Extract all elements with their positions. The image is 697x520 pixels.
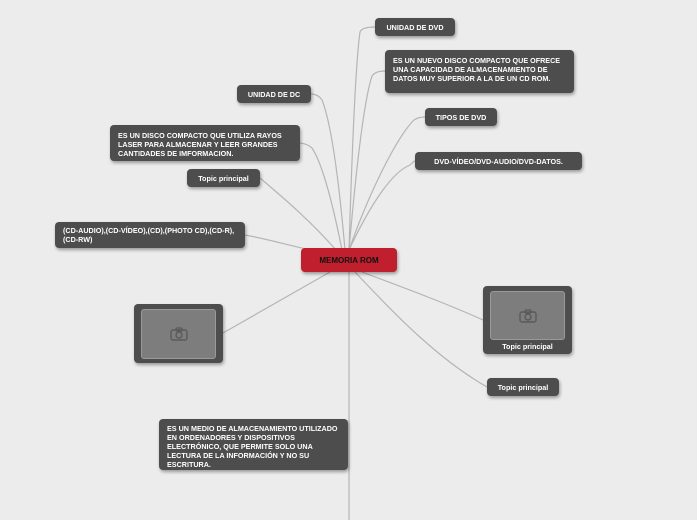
dvd-types-node[interactable]: DVD-VÍDEO/DVD-AUDIO/DVD-DATOS. xyxy=(415,152,582,170)
cd-description-node[interactable]: ES UN DISCO COMPACTO QUE UTILIZA RAYOS L… xyxy=(110,125,300,161)
tipos-dvd-node[interactable]: TIPOS DE DVD xyxy=(425,108,497,126)
image-topic-right[interactable]: Topic principal xyxy=(483,286,572,354)
camera-icon xyxy=(518,308,537,323)
rom-description-node[interactable]: ES UN MEDIO DE ALMACENAMIENTO UTILIZADO … xyxy=(159,419,348,470)
topic-bottom-right-node[interactable]: Topic principal xyxy=(487,378,559,396)
central-topic[interactable]: MEMORIA ROM xyxy=(301,248,397,272)
image-placeholder xyxy=(490,291,565,340)
topic-left-node[interactable]: Topic principal xyxy=(187,169,260,187)
unidad-dc-node[interactable]: UNIDAD DE DC xyxy=(237,85,311,103)
image-topic-left[interactable] xyxy=(134,304,223,363)
camera-icon xyxy=(169,327,188,341)
image-placeholder xyxy=(141,309,216,359)
unidad-dvd-node[interactable]: UNIDAD DE DVD xyxy=(375,18,455,36)
dvd-description-node[interactable]: ES UN NUEVO DISCO COMPACTO QUE OFRECE UN… xyxy=(385,50,574,93)
image-topic-caption: Topic principal xyxy=(502,342,553,351)
cd-types-node[interactable]: (CD-AUDIO),(CD-VÍDEO),(CD),(PHOTO CD),(C… xyxy=(55,222,245,248)
